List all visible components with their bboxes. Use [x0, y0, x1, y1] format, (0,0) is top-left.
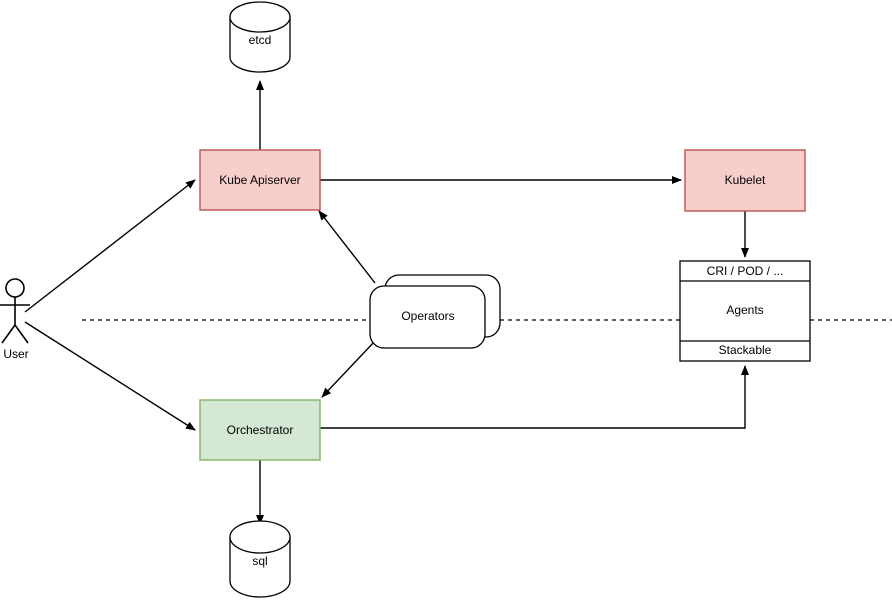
orchestrator-box [199, 399, 321, 461]
kubelet-label: Kubelet [725, 173, 766, 187]
operators-front-card [369, 285, 486, 349]
node-operators[interactable]: Operators [369, 274, 501, 349]
etcd-label: etcd [249, 33, 272, 47]
etcd-cylinder-top [229, 1, 291, 33]
user-leg-right [14, 324, 29, 344]
user-head-icon [5, 278, 25, 298]
node-agents-container[interactable]: CRI / POD / ... Agents Stackable [679, 260, 811, 362]
operators-label: Operators [401, 309, 454, 323]
kube-apiserver-box [199, 149, 321, 211]
edge-user-to-orchestrator [24, 321, 196, 431]
kubelet-box [684, 149, 806, 212]
actor-user[interactable]: User [0, 278, 30, 361]
orchestrator-label: Orchestrator [227, 423, 294, 437]
sql-cylinder-top [229, 520, 291, 554]
user-leg-left [1, 324, 16, 344]
edge-operators-to-apiserver [318, 210, 376, 284]
kube-apiserver-label: Kube Apiserver [219, 173, 300, 187]
agents-body-label: Agents [726, 303, 763, 317]
agents-footer-label: Stackable [719, 343, 772, 357]
sql-cylinder-body [229, 536, 291, 598]
agents-header-label: CRI / POD / ... [707, 264, 784, 278]
sql-label: sql [252, 554, 267, 568]
edge-orchestrator-to-stackable [320, 365, 749, 429]
etcd-cylinder-body [229, 16, 291, 73]
edge-group [24, 80, 749, 525]
node-sql[interactable]: sql [229, 520, 291, 598]
user-label: User [3, 347, 28, 361]
node-kube-apiserver[interactable]: Kube Apiserver [199, 149, 321, 211]
node-etcd[interactable]: etcd [229, 1, 291, 73]
edge-user-to-apiserver [24, 179, 196, 313]
edge-operators-to-orchestrator [321, 340, 376, 398]
agents-outer-box [679, 260, 811, 362]
node-orchestrator[interactable]: Orchestrator [199, 399, 321, 461]
node-kubelet[interactable]: Kubelet [684, 149, 806, 212]
